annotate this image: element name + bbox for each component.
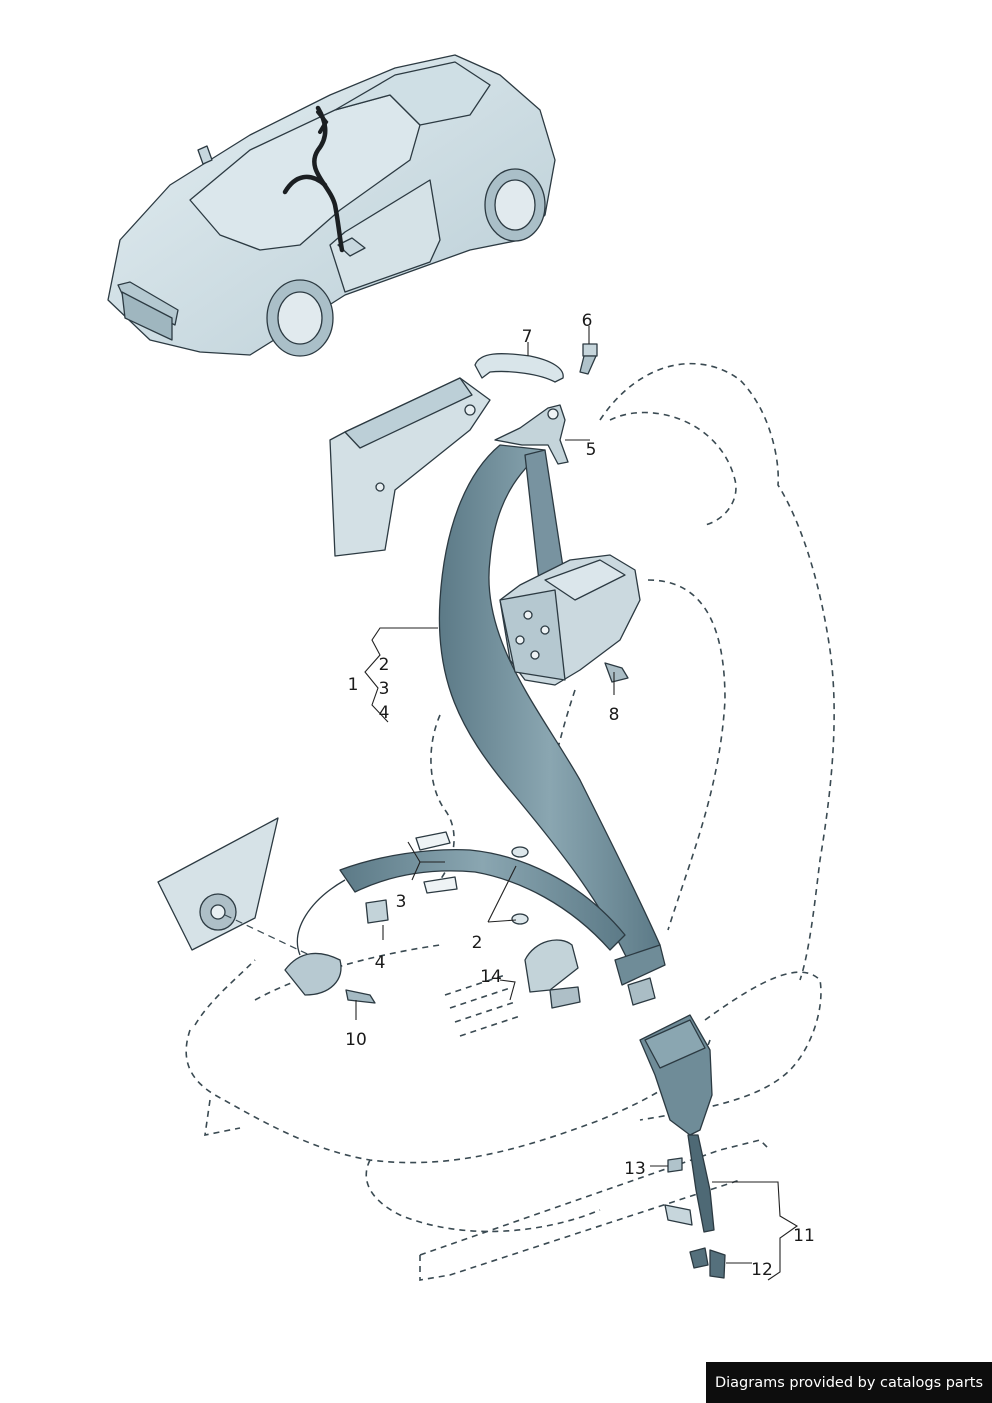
upper-anchor-part-5	[494, 404, 569, 465]
leader-lines	[355, 326, 799, 1281]
credit-banner: Diagrams provided by catalogs parts	[706, 1362, 992, 1403]
seat-belt-webbing	[339, 444, 666, 1006]
callout-1: 1	[348, 675, 359, 695]
pillar-trim-panel	[329, 377, 491, 557]
callout-4-lower: 4	[375, 953, 386, 973]
callout-7: 7	[522, 327, 533, 347]
belt-retractor	[499, 554, 641, 686]
callout-2-lower: 2	[472, 933, 483, 953]
sill-trim-panel	[157, 817, 321, 961]
lower-anchor-fitting	[284, 879, 389, 1004]
callout-13: 13	[624, 1159, 646, 1179]
small-covers	[415, 831, 581, 1009]
callout-12: 12	[751, 1260, 773, 1280]
callout-2: 2	[379, 655, 390, 675]
car-illustration	[107, 54, 556, 357]
callout-14: 14	[480, 967, 502, 987]
callout-10: 10	[345, 1030, 367, 1050]
seat-belt-buckle	[639, 1014, 726, 1279]
callout-labels: 1 2 3 4 5 6 7 8 2 3 4 10 14 13 11 12	[345, 311, 815, 1280]
callout-6: 6	[582, 311, 593, 331]
callout-4: 4	[379, 703, 390, 723]
bolt-part-6	[579, 343, 598, 375]
callout-5: 5	[586, 440, 597, 460]
callout-3: 3	[379, 679, 390, 699]
cover-part-7	[474, 353, 564, 383]
callout-11: 11	[793, 1226, 815, 1246]
callout-3-lower: 3	[396, 892, 407, 912]
seat-outline	[185, 362, 835, 1281]
callout-8: 8	[609, 705, 620, 725]
